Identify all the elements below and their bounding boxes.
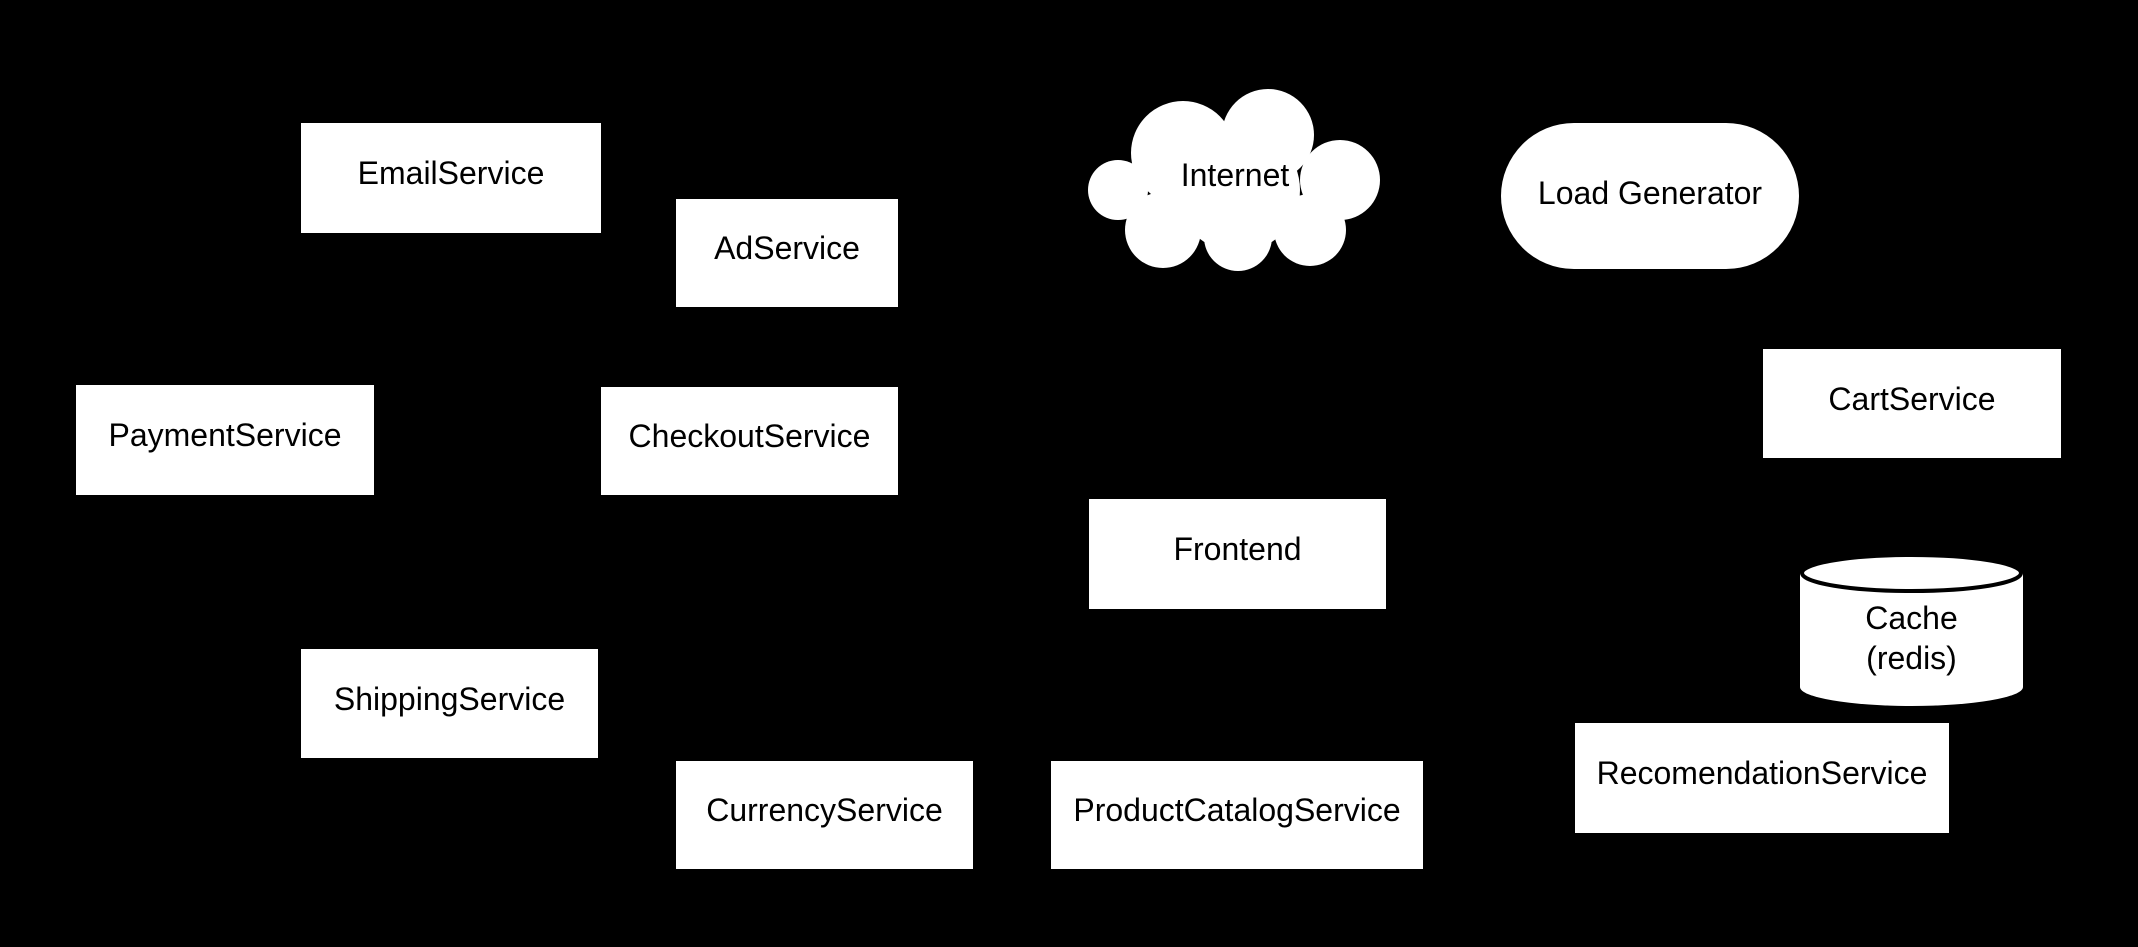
- cloud-icon: [1088, 89, 1380, 271]
- node-label: CheckoutService: [628, 418, 871, 454]
- node-label: ProductCatalogService: [1073, 792, 1401, 828]
- node-label: Frontend: [1173, 531, 1302, 567]
- node-currency-service: CurrencyService: [676, 761, 973, 869]
- node-load-generator: Load Generator: [1501, 123, 1799, 269]
- node-shipping-service: ShippingService: [301, 649, 598, 758]
- node-email-service: EmailService: [301, 123, 601, 233]
- node-label: ShippingService: [333, 680, 566, 717]
- node-label: AdService: [714, 230, 860, 266]
- node-label: CurrencyService: [706, 792, 943, 828]
- node-cache-redis: Cache (redis): [1800, 553, 2023, 707]
- node-cart-service: CartService: [1763, 349, 2061, 458]
- node-label: PaymentService: [108, 417, 342, 453]
- node-label: Load Generator: [1537, 175, 1763, 211]
- node-label: EmailService: [357, 155, 545, 191]
- node-label: CartService: [1828, 380, 1996, 417]
- node-ad-service: AdService: [676, 199, 898, 307]
- node-frontend: Frontend: [1089, 499, 1386, 609]
- node-label-line1: Cache: [1865, 600, 1958, 636]
- node-product-catalog-service: ProductCatalogService: [1051, 761, 1423, 869]
- node-label-line2: (redis): [1866, 640, 1957, 676]
- node-label: RecomendationService: [1596, 755, 1928, 791]
- database-cylinder-icon: [1800, 553, 2023, 706]
- node-checkout-service: CheckoutService: [601, 387, 898, 495]
- node-recomendation-service: RecomendationService: [1575, 723, 1949, 833]
- node-payment-service: PaymentService: [76, 385, 374, 495]
- node-label: Internet: [1180, 157, 1290, 193]
- node-internet: Internet: [1088, 85, 1382, 272]
- node-label: Cache (redis): [1865, 582, 1958, 678]
